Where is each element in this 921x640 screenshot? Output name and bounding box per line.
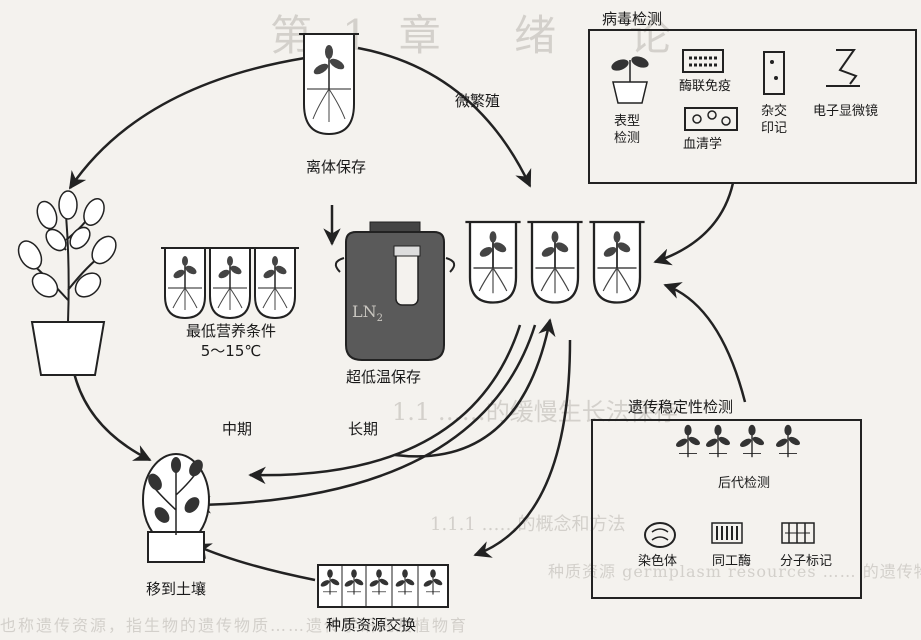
ln2-text: LN	[352, 302, 377, 321]
min-growth-temp-label: 5～15℃	[200, 342, 262, 360]
chromosome-label: 染色体	[638, 554, 678, 569]
background-body-line-2: 也称遗传资源，指生物的遗传物质……遗传学研究及植物育	[0, 616, 469, 635]
phenotype-label-line2: 检测	[614, 131, 641, 146]
mid-term-label: 中期	[222, 420, 253, 438]
genetic-stability-title: 遗传稳定性检测	[628, 398, 734, 416]
ln2-subscript: 2	[376, 313, 383, 325]
background-body-line-1: 种质资源 germplasm resources …… 的遗传物质	[548, 562, 921, 581]
elisa-label: 酶联免疫	[679, 79, 732, 94]
min-growth-label: 最低营养条件	[185, 322, 276, 340]
germplasm-exchange-label: 种质资源交换	[326, 616, 417, 634]
to-soil-label: 移到土壤	[146, 580, 207, 598]
long-term-label: 长期	[348, 420, 379, 438]
in-vitro-preservation-label: 离体保存	[306, 158, 367, 176]
virus-detection-title: 病毒检测	[602, 10, 663, 28]
hybrid-label-line1: 杂交	[761, 104, 788, 119]
serology-label: 血清学	[683, 137, 723, 152]
molecular-marker-label: 分子标记	[780, 554, 833, 569]
hybrid-label-line2: 印记	[761, 121, 788, 136]
cryo-preservation-label: 超低温保存	[346, 368, 422, 386]
electron-microscope-label: 电子显微镜	[813, 104, 879, 119]
background-section-title: 1.1 ……的缓慢生长法保存	[392, 398, 678, 426]
phenotype-label-line1: 表型	[614, 114, 641, 129]
background-subsection-title: 1.1.1 ……的概念和方法	[430, 514, 626, 535]
progeny-test-label: 后代检测	[718, 476, 771, 491]
micropropagation-label: 微繁殖	[455, 92, 501, 110]
isozyme-label: 同工酶	[712, 554, 752, 569]
ln2-label: LN2	[352, 302, 383, 324]
